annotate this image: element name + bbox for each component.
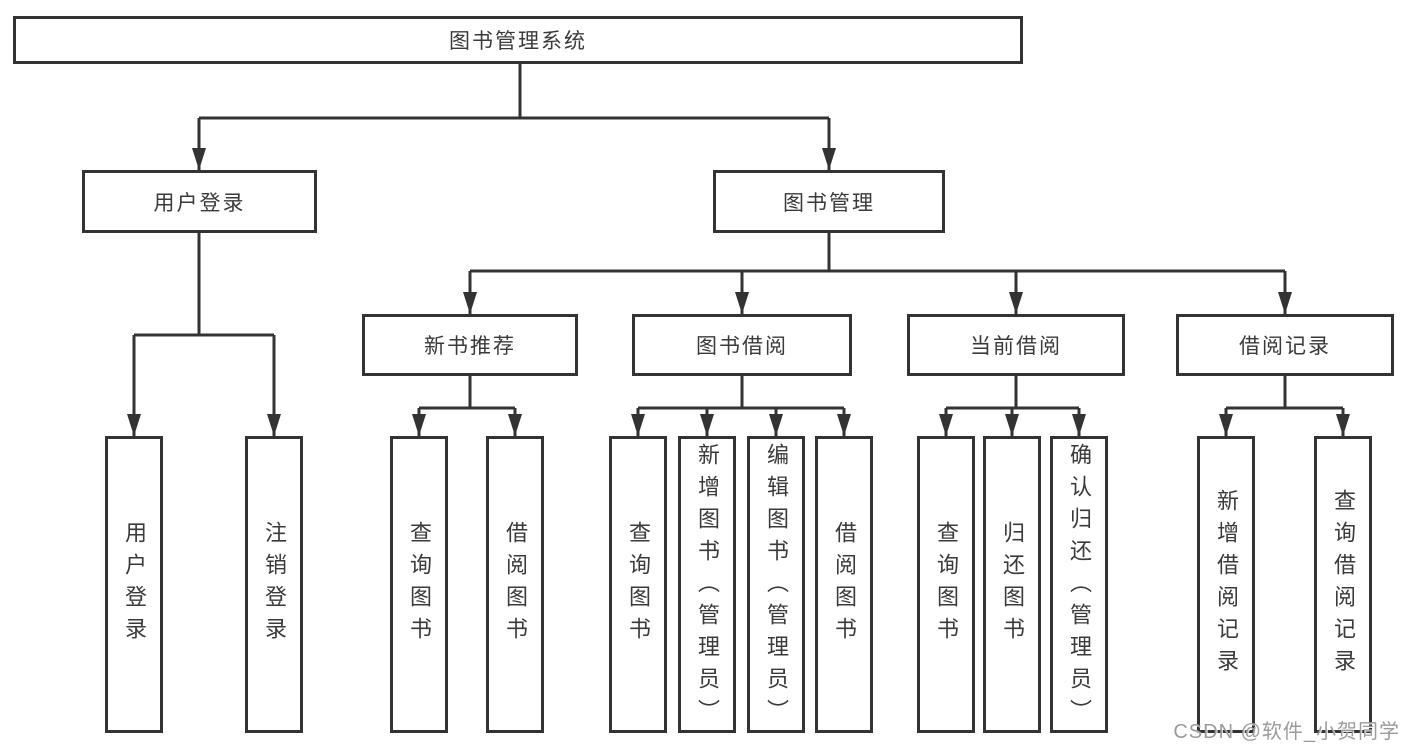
leaf-logout: 注销登录: [245, 436, 303, 733]
node-library-system: 图书管理系统: [13, 16, 1023, 64]
leaf-newbook-borrow-books: 借阅图书: [486, 436, 544, 733]
leaf-user-login: 用户登录: [105, 436, 163, 733]
watermark-text: CSDN @软件_小贺同学: [1173, 721, 1400, 743]
leaf-current-query-books: 查询图书: [917, 436, 975, 733]
leaf-borrowing-edit-books-admin: 编辑图书（管理员）: [747, 436, 805, 733]
leaf-borrowing-query-books: 查询图书: [609, 436, 667, 733]
node-borrowing-records: 借阅记录: [1176, 314, 1394, 376]
leaf-borrowing-add-books-admin: 新增图书（管理员）: [678, 436, 736, 733]
leaf-newbook-query-books: 查询图书: [390, 436, 448, 733]
leaf-records-add-record: 新增借阅记录: [1197, 436, 1255, 733]
node-current-borrowing: 当前借阅: [907, 314, 1125, 376]
leaf-records-query-record: 查询借阅记录: [1314, 436, 1372, 733]
node-new-book-recommend: 新书推荐: [362, 314, 578, 376]
leaf-borrowing-borrow-books: 借阅图书: [815, 436, 873, 733]
node-book-management: 图书管理: [713, 170, 945, 233]
leaf-current-return-books: 归还图书: [983, 436, 1041, 733]
node-book-borrowing: 图书借阅: [632, 314, 852, 376]
leaf-current-confirm-return-admin: 确认归还（管理员）: [1050, 436, 1108, 733]
node-user-login: 用户登录: [82, 170, 317, 233]
